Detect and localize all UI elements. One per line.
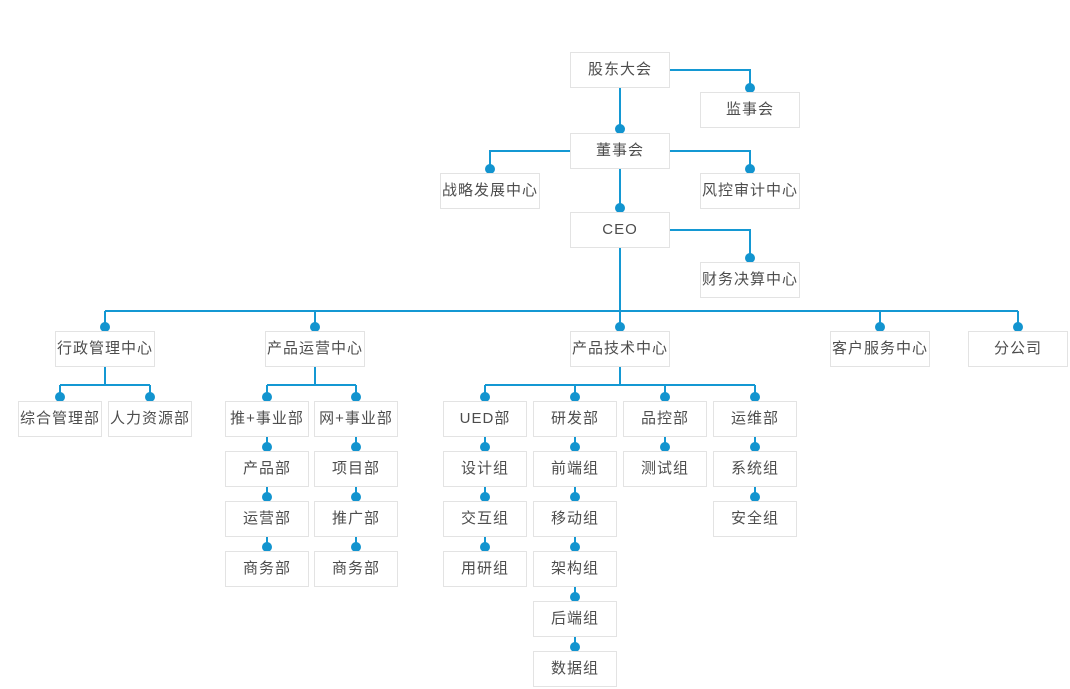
node-business-dept-tui[interactable]: 商务部	[225, 551, 309, 587]
node-customer-service-center[interactable]: 客户服务中心	[830, 331, 930, 367]
node-hr-dept[interactable]: 人力资源部	[108, 401, 192, 437]
node-finance-center[interactable]: 财务决算中心	[700, 262, 800, 298]
node-user-research-team[interactable]: 用研组	[443, 551, 527, 587]
node-security-team[interactable]: 安全组	[713, 501, 797, 537]
node-design-team[interactable]: 设计组	[443, 451, 527, 487]
node-data-team[interactable]: 数据组	[533, 651, 617, 687]
node-ued-dept[interactable]: UED部	[443, 401, 527, 437]
node-admin-center[interactable]: 行政管理中心	[55, 331, 155, 367]
node-devops-dept[interactable]: 运维部	[713, 401, 797, 437]
node-wang-plus-division[interactable]: 网+事业部	[314, 401, 398, 437]
node-backend-team[interactable]: 后端组	[533, 601, 617, 637]
node-interaction-team[interactable]: 交互组	[443, 501, 527, 537]
node-risk-audit-center[interactable]: 风控审计中心	[700, 173, 800, 209]
node-product-dept[interactable]: 产品部	[225, 451, 309, 487]
node-rd-dept[interactable]: 研发部	[533, 401, 617, 437]
node-product-ops-center[interactable]: 产品运营中心	[265, 331, 365, 367]
node-qc-dept[interactable]: 品控部	[623, 401, 707, 437]
node-shareholders[interactable]: 股东大会	[570, 52, 670, 88]
node-ceo[interactable]: CEO	[570, 212, 670, 248]
node-supervisory-board[interactable]: 监事会	[700, 92, 800, 128]
node-frontend-team[interactable]: 前端组	[533, 451, 617, 487]
node-business-dept-wang[interactable]: 商务部	[314, 551, 398, 587]
node-architecture-team[interactable]: 架构组	[533, 551, 617, 587]
node-strategy-center[interactable]: 战略发展中心	[440, 173, 540, 209]
node-project-dept[interactable]: 项目部	[314, 451, 398, 487]
node-system-team[interactable]: 系统组	[713, 451, 797, 487]
node-board-of-directors[interactable]: 董事会	[570, 133, 670, 169]
node-branch-company[interactable]: 分公司	[968, 331, 1068, 367]
node-tui-plus-division[interactable]: 推+事业部	[225, 401, 309, 437]
node-general-admin-dept[interactable]: 综合管理部	[18, 401, 102, 437]
node-testing-team[interactable]: 测试组	[623, 451, 707, 487]
node-mobile-team[interactable]: 移动组	[533, 501, 617, 537]
node-promotion-dept[interactable]: 推广部	[314, 501, 398, 537]
node-operations-dept[interactable]: 运营部	[225, 501, 309, 537]
connector-dots	[55, 83, 1023, 652]
node-product-tech-center[interactable]: 产品技术中心	[570, 331, 670, 367]
